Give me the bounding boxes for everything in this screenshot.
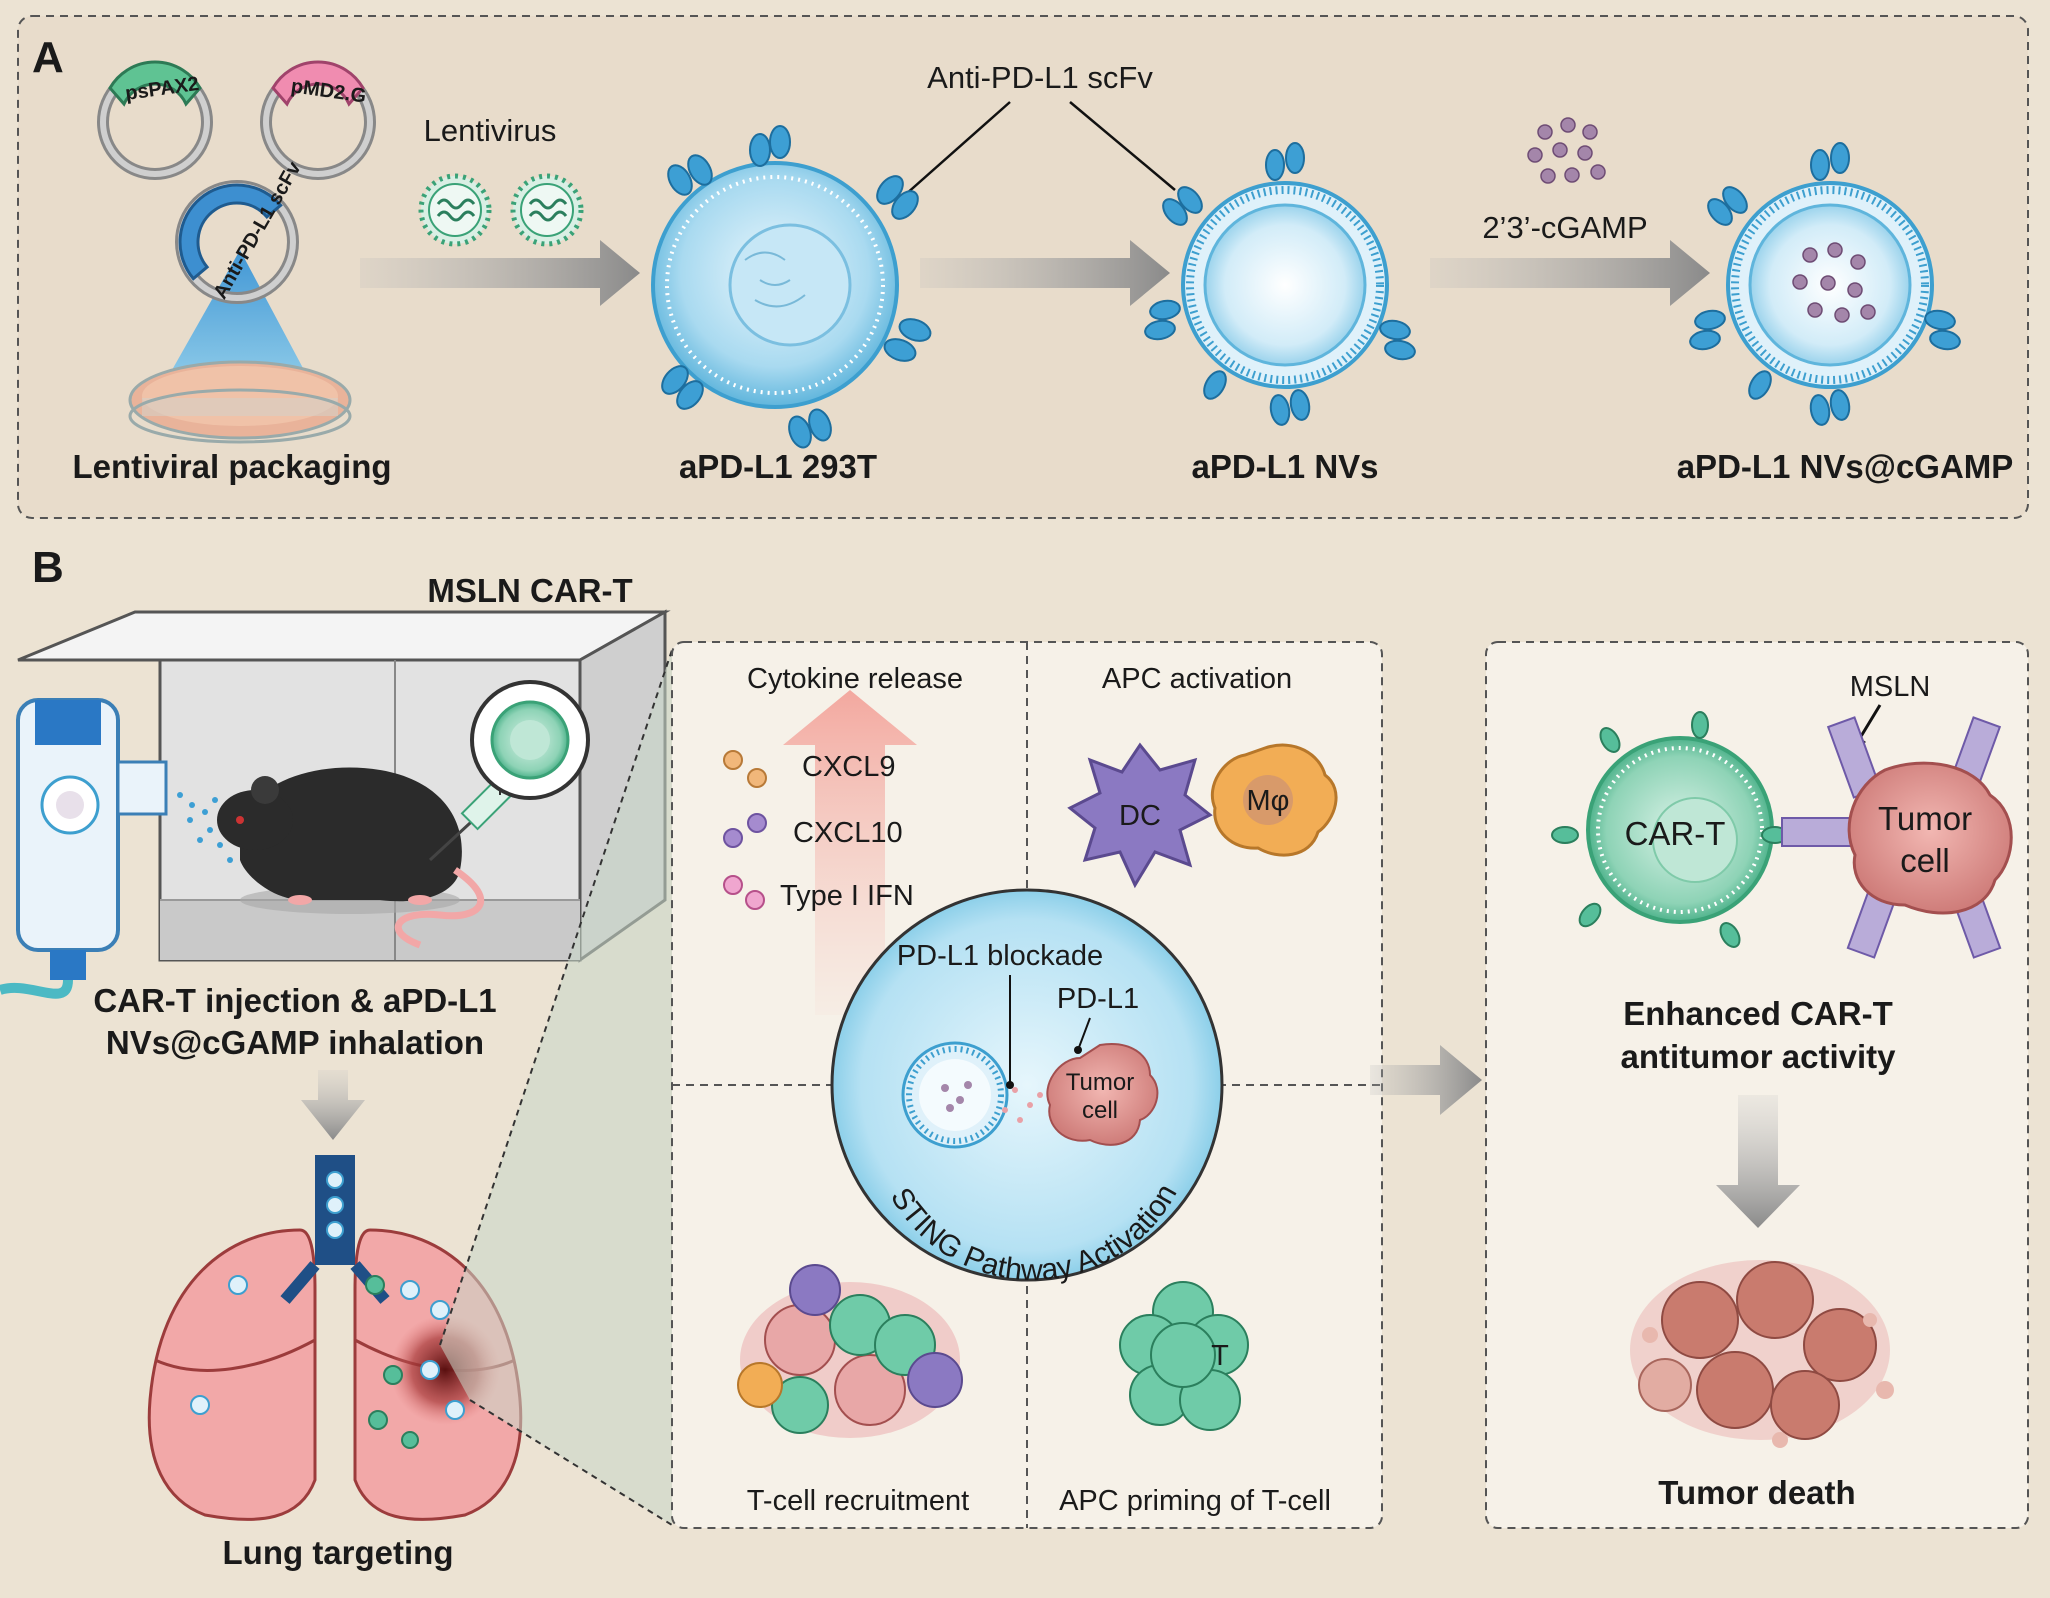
enhanced-label-line2: antitumor activity	[1620, 1038, 1896, 1075]
apc-activation-label: APC activation	[1102, 663, 1292, 695]
apdl1-nvs	[1181, 181, 1389, 389]
ifn-molecules	[723, 875, 765, 910]
lung-targeting-label: Lung targeting	[223, 1534, 454, 1571]
arrow-to-lung	[301, 1070, 365, 1140]
sting-pathway-circle	[830, 888, 1224, 1282]
cart-cell	[1586, 736, 1774, 924]
injection-label-line2: NVs@cGAMP inhalation	[106, 1024, 484, 1061]
tumor-cell	[1781, 716, 2013, 959]
cxcl10-label: CXCL10	[793, 817, 903, 849]
scfv-antibodies-nvs-cgamp	[1689, 142, 1961, 426]
cart-label: CAR-T	[1625, 815, 1726, 852]
scfv-label: Anti-PD-L1 scFv	[927, 60, 1153, 95]
zoom-funnel	[440, 650, 672, 1525]
tumor-death-label: Tumor death	[1658, 1474, 1855, 1511]
apc-priming-label: APC priming of T-cell	[1059, 1485, 1331, 1517]
caption-apdl1-293t: aPD-L1 293T	[679, 448, 877, 485]
cgamp-label: 2’3’-cGAMP	[1482, 210, 1647, 245]
cytokine-release-label: Cytokine release	[747, 663, 963, 695]
panel-a-letter: A	[32, 33, 64, 82]
ifn-label: Type I IFN	[780, 880, 914, 912]
msln-label: MSLN	[1850, 671, 1931, 703]
mouse-illustration	[217, 767, 485, 949]
lung-nanovesicles	[190, 1171, 465, 1420]
sting-tumor-label-line1: Tumor	[1066, 1069, 1134, 1096]
caption-apdl1-nvs: aPD-L1 NVs	[1191, 448, 1378, 485]
arrow-to-right-panel	[1370, 1045, 1482, 1115]
tcell-recruitment-label: T-cell recruitment	[747, 1485, 969, 1517]
caption-apdl1-nvs-cgamp: aPD-L1 NVs@cGAMP	[1677, 448, 2014, 485]
sting-tumor-label-line2: cell	[1082, 1097, 1118, 1124]
lentiviral-packaging-illustration	[97, 60, 376, 444]
msln-cart-label: MSLN CAR-T	[427, 572, 632, 609]
enhanced-label-line1: Enhanced CAR-T	[1623, 995, 1893, 1032]
macrophage-label: Mφ	[1247, 785, 1290, 817]
arrow-cell-to-nvs	[920, 240, 1170, 306]
lentivirus-particles	[418, 173, 584, 247]
arrow-to-tumor-death	[1716, 1095, 1800, 1228]
tumor-death-cluster	[1630, 1260, 1894, 1448]
tumor-label-line2: cell	[1900, 842, 1950, 879]
cxcl9-molecules	[723, 750, 767, 788]
lentivirus-label: Lentivirus	[424, 113, 557, 148]
cxcl9-label: CXCL9	[802, 751, 896, 783]
pdl1-blockade-label: PD-L1 blockade	[897, 940, 1103, 972]
scfv-antibodies-nvs	[1144, 142, 1416, 426]
arrow-packaging-to-cell	[360, 240, 640, 306]
apdl1-293t-cell	[651, 161, 899, 409]
apdl1-nvs-cgamp	[1726, 181, 1934, 389]
scfv-antibodies-cell	[661, 125, 932, 449]
cxcl10-molecules	[723, 813, 767, 848]
arrow-nvs-to-cgamp	[1430, 240, 1710, 306]
tumor-label-line1: Tumor	[1878, 800, 1972, 837]
cart-zoom-inset	[470, 680, 590, 800]
cytokine-release-arrow	[783, 690, 917, 1015]
lung-cart-cells	[365, 1275, 419, 1449]
cgamp-molecules	[1527, 117, 1606, 184]
dc-label: DC	[1119, 800, 1161, 832]
panel-b-letter: B	[32, 543, 64, 592]
caption-lentiviral-packaging: Lentiviral packaging	[72, 448, 391, 485]
pdl1-label: PD-L1	[1057, 983, 1139, 1015]
injection-label-line1: CAR-T injection & aPD-L1	[93, 982, 496, 1019]
tcell-cluster	[1119, 1281, 1249, 1431]
tcell-label: T	[1211, 1340, 1229, 1372]
dc-cell-shape	[1067, 742, 1213, 889]
tcell-recruitment-cluster	[737, 1264, 963, 1438]
